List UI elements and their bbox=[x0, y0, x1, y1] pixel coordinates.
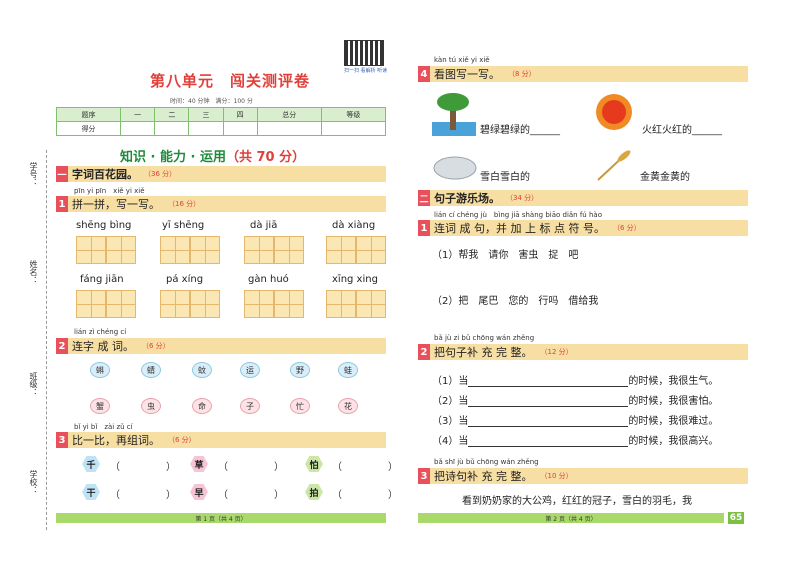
q4-item: 雪白雪白的 bbox=[480, 172, 530, 183]
pinyin-label: dà xiàng bbox=[332, 220, 376, 231]
writing-box[interactable] bbox=[106, 290, 136, 318]
writing-box[interactable] bbox=[76, 290, 106, 318]
section-banner: 知识 · 能力 · 运用（共 70 分） bbox=[120, 150, 306, 165]
writing-box[interactable] bbox=[326, 290, 356, 318]
pinyin-label: fáng jiān bbox=[80, 274, 124, 285]
char-bubble[interactable]: 虫 bbox=[141, 398, 161, 414]
r2-line: （4）当的时候，我很高兴。 bbox=[432, 436, 719, 447]
sun-icon bbox=[596, 94, 632, 130]
char-bubble[interactable]: 子 bbox=[240, 398, 260, 414]
q4-pinyin: kàn tú xiě yi xiě bbox=[434, 56, 490, 64]
char-bubble[interactable]: 花 bbox=[338, 398, 358, 414]
q2-pinyin: lián zì chéng cí bbox=[74, 328, 127, 336]
margin-label-school: 学校： bbox=[29, 470, 38, 494]
compare-char: 早 bbox=[190, 484, 208, 500]
compare-char: 干 bbox=[82, 484, 100, 500]
char-bubble[interactable]: 蜻 bbox=[141, 362, 161, 378]
writing-box[interactable] bbox=[356, 236, 386, 264]
answer-blank[interactable]: （ ） bbox=[218, 462, 302, 473]
char-bubble[interactable]: 运 bbox=[240, 362, 260, 378]
writing-box[interactable] bbox=[244, 236, 274, 264]
answer-blank[interactable]: （ ） bbox=[110, 462, 194, 473]
q4-item: 金黄金黄的 bbox=[640, 172, 690, 183]
r3-pinyin: bǎ shī jù bǔ chōng wán zhěng bbox=[434, 458, 539, 466]
writing-box[interactable] bbox=[106, 236, 136, 264]
writing-box[interactable] bbox=[190, 236, 220, 264]
pinyin-label: dà jiā bbox=[250, 220, 278, 231]
section-1-header: 一字词百花园。（36 分） bbox=[56, 166, 386, 182]
page-title: 第八单元 闯关测评卷 bbox=[150, 72, 311, 90]
q3-pinyin: bǐ yi bǐ zài zǔ cí bbox=[74, 423, 133, 431]
writing-box[interactable] bbox=[274, 290, 304, 318]
fill-blank[interactable] bbox=[468, 437, 629, 447]
writing-box[interactable] bbox=[190, 290, 220, 318]
tree-icon bbox=[432, 93, 476, 136]
writing-box[interactable] bbox=[160, 290, 190, 318]
pinyin-label: shēng bìng bbox=[76, 220, 132, 231]
wheat-icon bbox=[597, 150, 631, 181]
section-2-header: 二句子游乐场。（34 分） bbox=[418, 190, 748, 206]
char-bubble[interactable]: 蟹 bbox=[90, 398, 110, 414]
r2-line: （3）当的时候，我很难过。 bbox=[432, 416, 719, 427]
r3-line: 看到奶奶家的大公鸡，红红的冠子，雪白的羽毛，我 bbox=[462, 496, 692, 507]
char-bubble[interactable]: 蛙 bbox=[338, 362, 358, 378]
char-bubble[interactable]: 忙 bbox=[290, 398, 310, 414]
answer-blank[interactable]: （ ） bbox=[218, 490, 302, 501]
writing-box[interactable] bbox=[160, 236, 190, 264]
r2-line: （1）当的时候，我很生气。 bbox=[432, 376, 719, 387]
q1-pinyin: pīn yi pīn xiě yi xiě bbox=[74, 187, 145, 195]
compare-char: 千 bbox=[82, 456, 100, 472]
answer-blank[interactable]: （ ） bbox=[332, 462, 416, 473]
qr-caption: 扫一扫 看解析 听读 bbox=[344, 68, 388, 74]
writing-box[interactable] bbox=[76, 236, 106, 264]
score-table: 题序一二三四总分等级 得分 bbox=[55, 107, 387, 136]
r2-pinyin: bǎ jù zi bǔ chōng wán zhěng bbox=[434, 334, 535, 342]
pinyin-label: xīng xing bbox=[332, 274, 378, 285]
pinyin-label: pá xíng bbox=[166, 274, 204, 285]
cloud-icon bbox=[433, 156, 477, 180]
compare-char: 拍 bbox=[305, 484, 323, 500]
writing-box[interactable] bbox=[326, 236, 356, 264]
fill-blank[interactable] bbox=[468, 417, 629, 427]
margin-label-id: 学号： bbox=[29, 162, 38, 186]
time-score-info: 时间：40 分钟 满分：100 分 bbox=[170, 98, 253, 105]
r2-line: （2）当的时候，我很害怕。 bbox=[432, 396, 719, 407]
fill-blank[interactable] bbox=[468, 397, 629, 407]
compare-char: 草 bbox=[190, 456, 208, 472]
compare-char: 怕 bbox=[305, 456, 323, 472]
r1-line: （2）把 尾巴 您的 行吗 借给我 bbox=[432, 296, 599, 307]
page-number: 65 bbox=[728, 512, 744, 524]
footer-right: 第 2 页（共 4 页） bbox=[418, 513, 724, 523]
fill-blank[interactable] bbox=[468, 377, 629, 387]
char-bubble[interactable]: 蚊 bbox=[192, 362, 212, 378]
pinyin-label: gàn huó bbox=[248, 274, 289, 285]
pinyin-label: yī shēng bbox=[162, 220, 205, 231]
q4-item: 火红火红的______ bbox=[642, 125, 722, 136]
answer-blank[interactable]: （ ） bbox=[332, 490, 416, 501]
qr-code-icon bbox=[344, 40, 384, 66]
writing-box[interactable] bbox=[274, 236, 304, 264]
margin-label-name: 姓名： bbox=[29, 260, 38, 284]
r1-line: （1）帮我 请你 害虫 捉 吧 bbox=[432, 250, 579, 261]
writing-box[interactable] bbox=[356, 290, 386, 318]
r1-pinyin: lián cí chéng jù bìng jiā shàng biāo diǎ… bbox=[434, 211, 602, 219]
q4-item: 碧绿碧绿的______ bbox=[480, 125, 560, 136]
char-bubble[interactable]: 命 bbox=[192, 398, 212, 414]
writing-box[interactable] bbox=[244, 290, 274, 318]
margin-label-class: 班级： bbox=[29, 372, 38, 396]
char-bubble[interactable]: 野 bbox=[290, 362, 310, 378]
char-bubble[interactable]: 蝌 bbox=[90, 362, 110, 378]
answer-blank[interactable]: （ ） bbox=[110, 490, 194, 501]
binding-line bbox=[46, 150, 47, 530]
footer-left: 第 1 页（共 4 页） bbox=[56, 513, 386, 523]
